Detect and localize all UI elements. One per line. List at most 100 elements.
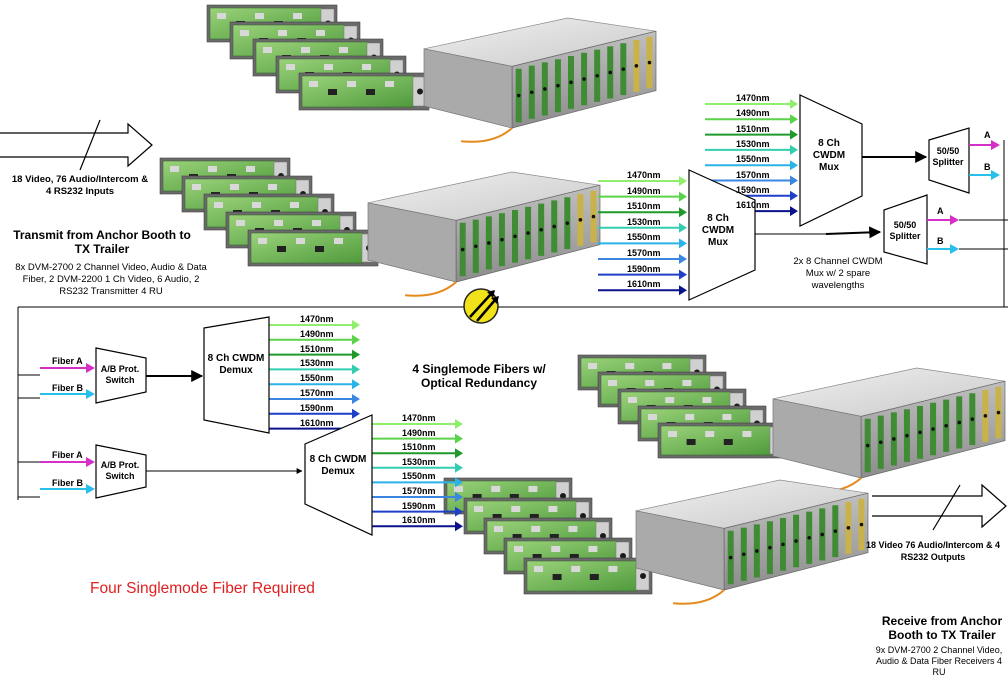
ab-switch-top (95, 347, 147, 404)
slot-connector (970, 417, 975, 421)
slot-connector (944, 423, 948, 428)
slot-connector (918, 430, 922, 435)
card-chip (589, 574, 599, 580)
card-chip (315, 246, 324, 252)
demux-top-label: 8 Ch CWDM Demux (207, 353, 265, 376)
card-chip (742, 431, 752, 437)
required-note: Four Singlemode Fiber Required (90, 580, 315, 597)
card-chip (705, 431, 715, 437)
card-chip (277, 246, 286, 252)
slot-connector (487, 241, 491, 245)
slot-connector (516, 93, 521, 98)
card-chip (492, 514, 502, 520)
wavelength-label: 1610nm (402, 515, 436, 526)
card-chip (511, 506, 521, 512)
card-chip (509, 494, 519, 500)
card-chip (385, 81, 394, 87)
card-chip (208, 166, 217, 172)
slot-connector (595, 73, 599, 78)
wavelength-arrowhead (790, 114, 798, 125)
slot-connector (996, 410, 1001, 415)
tx-card-stack-top (206, 4, 430, 111)
slot-connector (543, 87, 547, 91)
card-chip (309, 81, 318, 87)
wavelength-arrowhead (352, 349, 360, 360)
switch-bottom-label: A/B Prot. Switch (100, 460, 140, 481)
wavelength-arrowhead (455, 477, 463, 488)
wavelength-arrowhead (352, 334, 360, 345)
wavelength-label: 1590nm (627, 263, 661, 274)
wavelength-arrowhead (679, 191, 687, 202)
tx-card-stack-bottom (159, 157, 379, 267)
card-chip (230, 184, 239, 190)
slot-connector (582, 77, 586, 81)
wavelength-label: 1470nm (736, 93, 770, 103)
circuit-card (250, 232, 364, 264)
slot-connector (768, 545, 772, 550)
slot-connector (820, 532, 825, 537)
output-arrow (872, 483, 1007, 531)
wavelength-label: 1550nm (627, 232, 661, 243)
card-chip (569, 554, 579, 560)
card-chip (214, 202, 223, 208)
fiber-patch-cord (461, 127, 513, 143)
wavelength-label: 1570nm (627, 248, 661, 258)
wavelength-label: 1530nm (736, 138, 770, 149)
fiber-b-bottom: Fiber B (52, 478, 84, 488)
card-chip (588, 546, 598, 552)
card-chip (290, 202, 299, 208)
card-chip (608, 566, 618, 572)
card-chip (347, 81, 356, 87)
port-a-bottom: A (937, 206, 944, 216)
wavelength-arrowhead (455, 521, 463, 532)
rx-chassis-top (772, 367, 1006, 493)
wavelength-label: 1490nm (300, 328, 334, 339)
slot-connector (634, 64, 639, 68)
slot-connector (591, 214, 596, 219)
slot-connector (569, 80, 573, 85)
fiber-inputs (40, 363, 95, 494)
wavelength-label: 1610nm (736, 200, 770, 211)
card-chip (702, 397, 712, 403)
slot-connector (878, 440, 883, 445)
card-chip (316, 30, 325, 36)
wavelength-arrowhead (455, 448, 463, 459)
ab-switch-bottom (95, 444, 147, 499)
fiber-patch-cord (405, 281, 457, 297)
slot-connector (755, 549, 759, 553)
card-chip (528, 486, 538, 492)
card-chip (278, 30, 287, 36)
wavelength-label: 1530nm (627, 216, 661, 227)
card-chip (534, 566, 543, 572)
slot-connector (794, 539, 798, 543)
card-chip (170, 166, 179, 172)
card-chip (328, 89, 337, 95)
wavelength-arrowhead (455, 419, 463, 429)
card-chip (240, 30, 249, 36)
card-chip (625, 363, 635, 369)
cwdm-demux-bottom (304, 414, 373, 536)
slot-connector (728, 555, 733, 560)
card-chip (665, 397, 675, 403)
card-chip (255, 13, 264, 19)
system-boundary-lines (17, 140, 1008, 500)
wavelength-arrowhead (790, 99, 798, 109)
wavelength-arrowhead (790, 160, 798, 171)
cwdm-demux-top (203, 316, 270, 434)
card-chip (474, 506, 483, 512)
wavelength-label: 1570nm (300, 388, 334, 398)
wavelength-label: 1490nm (627, 185, 661, 196)
wavelength-arrowhead (790, 206, 798, 217)
fibers-note: 4 Singlemode Fibers w/ Optical Redundanc… (412, 362, 546, 390)
wavelength-label: 1530nm (300, 358, 334, 369)
slot-connector (931, 427, 935, 431)
card-chip (246, 166, 255, 172)
wavelength-arrowhead (679, 238, 687, 249)
card-chip (324, 64, 333, 70)
wavelength-label: 1510nm (627, 201, 661, 212)
bnc-connector (640, 573, 646, 579)
card-chip (532, 554, 542, 560)
wavelength-arrowhead (679, 222, 687, 233)
slot-connector (807, 535, 811, 540)
